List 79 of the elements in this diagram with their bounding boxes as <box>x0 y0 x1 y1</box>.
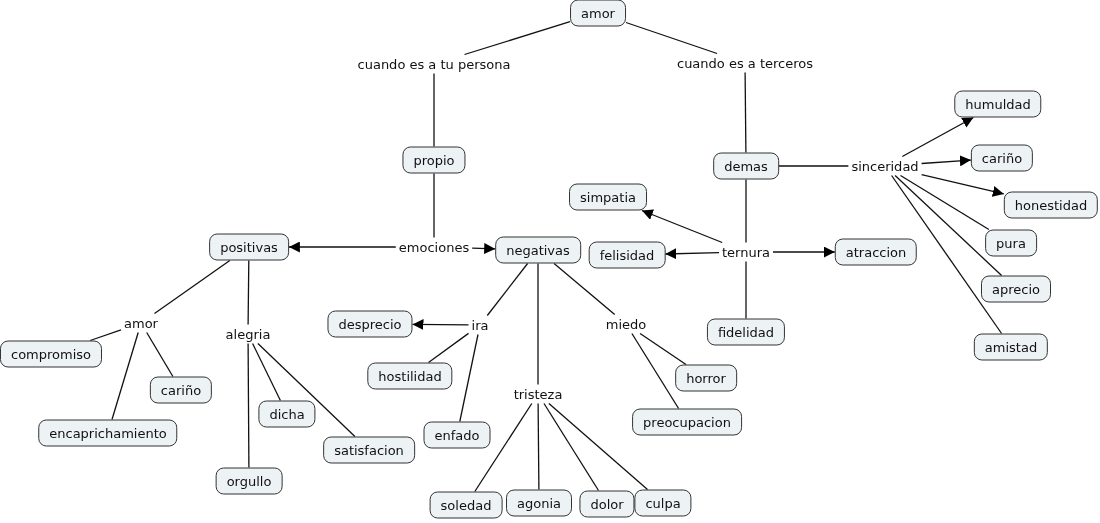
concept-box: amor <box>570 0 626 27</box>
connector-line <box>553 262 616 316</box>
linking-phrase: emociones <box>397 239 471 255</box>
linking-phrase: sinceridad <box>850 158 920 174</box>
linking-phrase: cuando es a terceros <box>676 55 814 71</box>
concept-box: cariño <box>149 376 213 404</box>
concept-box: hostilidad <box>367 362 453 390</box>
concept-box: preocupacion <box>632 408 742 436</box>
concept-box: aprecio <box>981 275 1051 303</box>
linking-phrase: tristeza <box>512 386 564 402</box>
connector-line <box>537 262 539 386</box>
arrow <box>772 246 836 258</box>
connector-line <box>247 259 250 326</box>
concept-box: fidelidad <box>706 318 786 346</box>
linking-phrase: amor <box>123 315 159 331</box>
connector-line <box>247 342 250 469</box>
concept-box: propio <box>402 146 466 174</box>
linking-phrase: ira <box>470 317 490 333</box>
concept-box: amistad <box>973 333 1049 361</box>
connector-line <box>745 178 747 244</box>
arrow <box>288 241 397 253</box>
concept-box: positivas <box>209 233 289 261</box>
connector-line <box>543 402 600 492</box>
concept-box: compromiso <box>0 340 102 368</box>
concept-box: felisidad <box>588 241 666 269</box>
connector-line <box>890 174 1003 335</box>
connector-line <box>778 165 850 167</box>
connector-line <box>111 331 139 421</box>
arrow <box>641 209 723 244</box>
concept-box: desprecio <box>327 310 413 338</box>
arrow <box>920 173 1005 197</box>
connector-line <box>899 174 990 231</box>
concept-box: enfado <box>423 421 491 449</box>
concept-box: atraccion <box>834 238 918 266</box>
connector-line <box>251 342 282 402</box>
arrow <box>901 116 975 158</box>
connector-line <box>486 262 529 317</box>
linking-phrase: miedo <box>604 316 648 332</box>
linking-phrase: alegria <box>224 326 272 342</box>
connector-line <box>427 332 470 364</box>
connector-line <box>89 329 122 342</box>
connector-line <box>745 260 747 320</box>
connector-line <box>537 402 540 491</box>
linking-phrase: cuando es a tu persona <box>356 56 512 72</box>
concept-box: negativas <box>495 236 581 264</box>
connector-line <box>894 174 1003 277</box>
connector-line <box>631 332 680 410</box>
connector-line <box>433 172 435 239</box>
concept-box: dicha <box>258 400 316 428</box>
connector-line <box>433 72 435 148</box>
connector-line <box>548 402 649 491</box>
concept-box: satisfacion <box>323 436 415 464</box>
arrow <box>411 319 470 330</box>
concept-box: dolor <box>579 490 635 518</box>
arrow <box>920 155 972 167</box>
concept-box: soledad <box>429 491 503 519</box>
concept-box: agonia <box>506 489 572 517</box>
concept-box: demas <box>713 152 779 180</box>
connector-line <box>474 402 533 493</box>
concept-box: horror <box>675 364 737 392</box>
concept-box: honestidad <box>1003 191 1099 219</box>
arrow <box>471 242 496 254</box>
concept-box: orgullo <box>215 467 283 495</box>
arrow <box>664 248 720 260</box>
linking-phrase: ternura <box>721 244 771 260</box>
connector-line <box>625 21 718 55</box>
connector-line <box>257 342 356 438</box>
concept-box: humuldad <box>954 90 1042 118</box>
concept-box: simpatia <box>569 183 647 211</box>
concept-box: culpa <box>634 489 692 517</box>
concept-box: cariño <box>970 144 1034 172</box>
connector-line <box>744 71 747 154</box>
connector-line <box>463 21 571 56</box>
connector-line <box>153 259 231 315</box>
connector-line <box>639 332 687 366</box>
connector-line <box>146 331 174 378</box>
concept-box: encaprichamiento <box>38 419 178 447</box>
connector-line <box>459 333 479 423</box>
concept-box: pura <box>985 229 1037 257</box>
